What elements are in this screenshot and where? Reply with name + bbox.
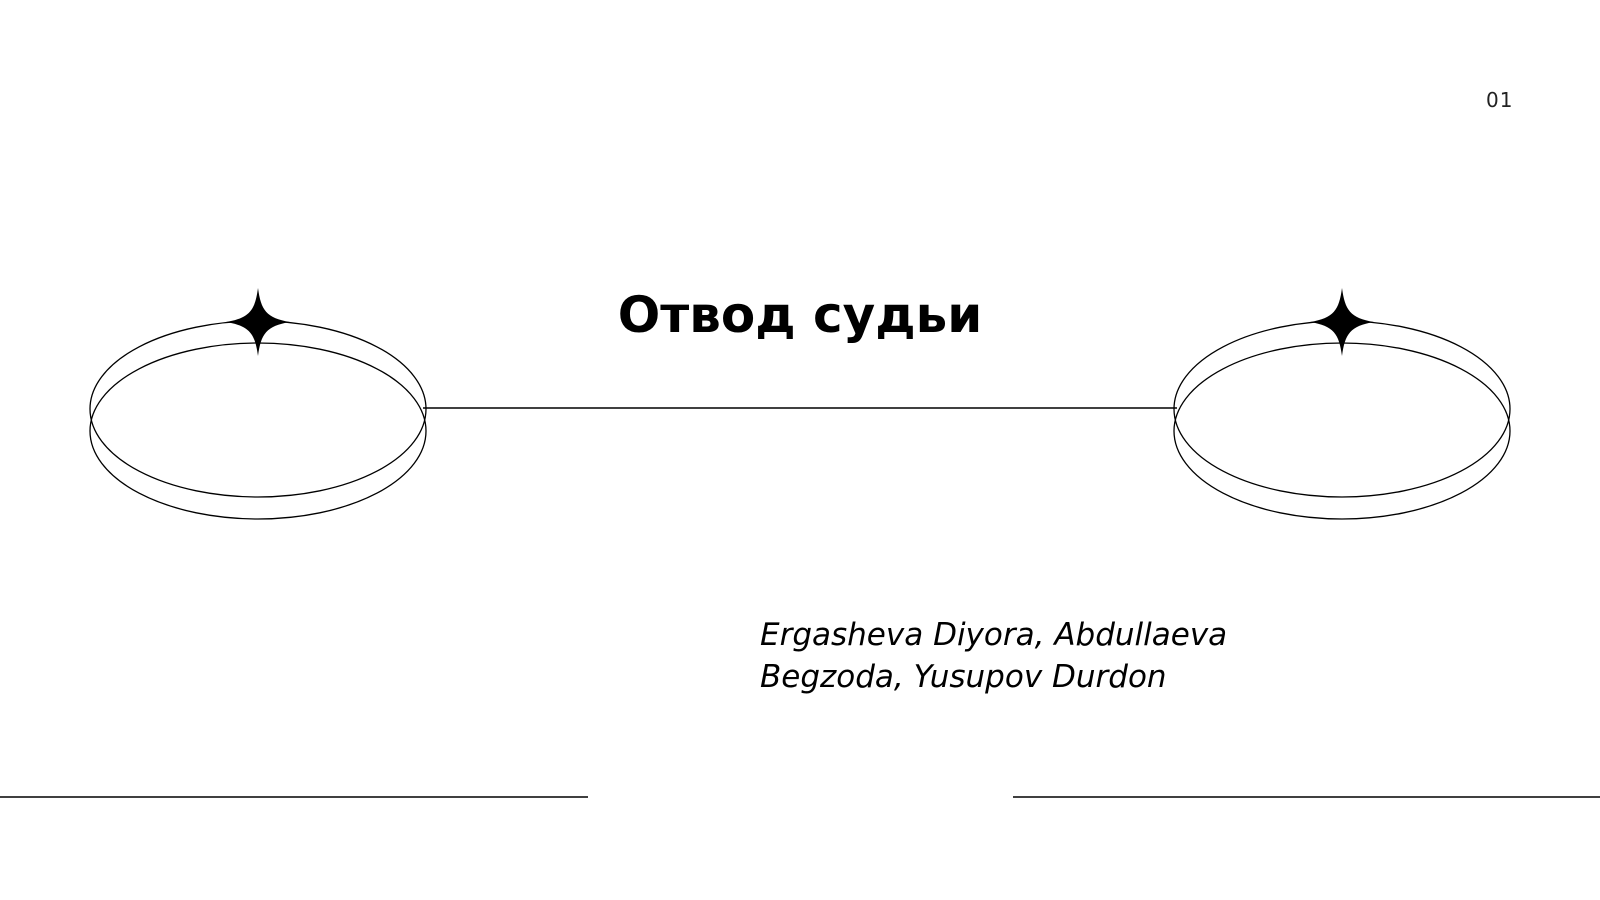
authors-line-2: Begzoda, Yusupov Durdon: [760, 659, 1167, 695]
four-point-star-icon: [1310, 288, 1374, 356]
right-ring: [1173, 288, 1511, 520]
authors-line-1: Ergasheva Diyora, Abdullaeva: [760, 617, 1228, 653]
authors: Ergasheva Diyora, Abdullaeva Begzoda, Yu…: [760, 614, 1280, 698]
left-ring: [89, 288, 427, 520]
slide-title: Отвод судьи: [617, 286, 983, 344]
four-point-star-icon: [226, 288, 290, 356]
page-number: 01: [1486, 88, 1514, 112]
